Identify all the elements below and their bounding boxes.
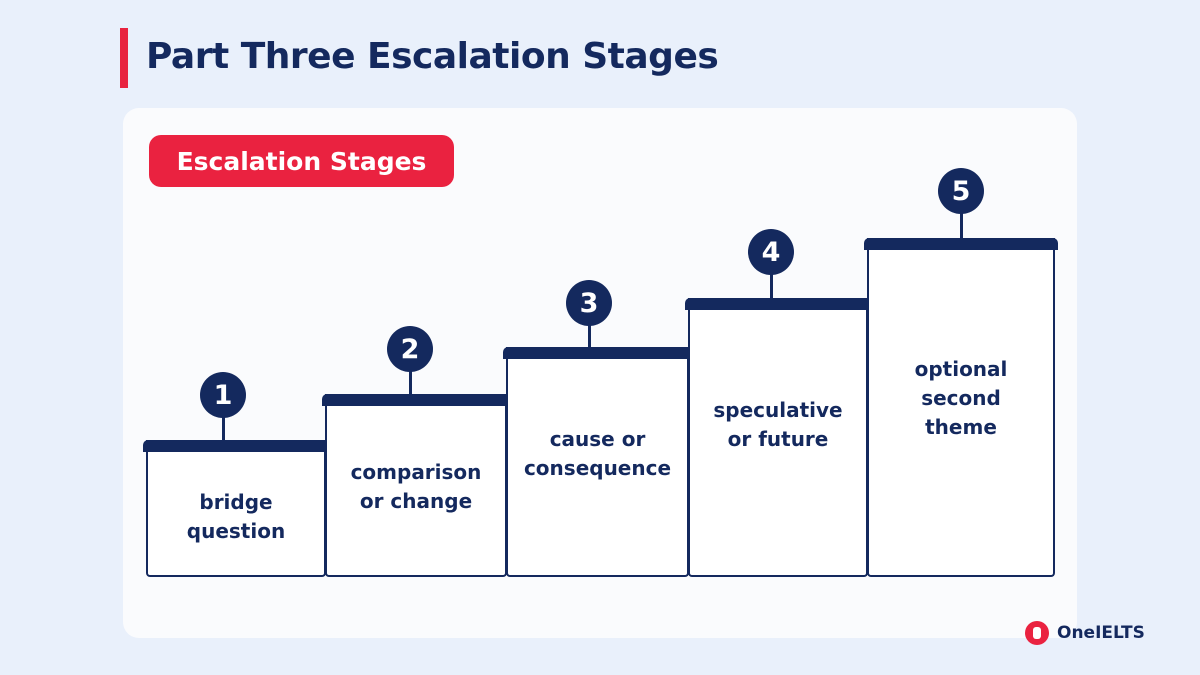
step-4-label-line1: speculative: [713, 398, 843, 422]
step-3-label: cause or consequence: [508, 425, 687, 483]
step-1-block: bridge question: [143, 440, 329, 577]
step-5-label-line1: optional: [914, 357, 1008, 381]
step-4-label-line2: or future: [727, 427, 829, 451]
step-5-label: optional second theme: [869, 355, 1053, 442]
brand-logo: OneIELTS: [1025, 621, 1145, 645]
oneielts-logo-icon: [1025, 621, 1049, 645]
step-3-connector: [588, 320, 591, 347]
step-5-block: optional second theme: [864, 238, 1058, 577]
step-5-label-line2: second: [921, 386, 1001, 410]
brand-name: OneIELTS: [1057, 623, 1145, 643]
step-1-label: bridge question: [148, 488, 324, 546]
step-5-cap: [864, 238, 1058, 250]
title-accent-bar: [120, 28, 128, 88]
step-2-label: comparison or change: [327, 458, 505, 516]
step-3-label-line1: cause or: [549, 427, 646, 451]
step-2-block: comparison or change: [322, 394, 510, 577]
section-badge: Escalation Stages: [149, 135, 454, 187]
step-3-cap: [503, 347, 692, 359]
step-4-block: speculative or future: [685, 298, 871, 577]
step-4-connector: [770, 272, 773, 298]
step-1-label-line2: question: [186, 519, 286, 543]
page-title: Part Three Escalation Stages: [146, 36, 719, 77]
step-3-label-line2: consequence: [523, 456, 672, 480]
step-2-label-line2: or change: [359, 489, 473, 513]
step-1-number: 1: [200, 372, 246, 418]
step-5-number: 5: [938, 168, 984, 214]
step-1-label-line1: bridge: [199, 490, 273, 514]
step-5-label-line3: theme: [925, 415, 997, 439]
step-2-cap: [322, 394, 510, 406]
step-1-cap: [143, 440, 329, 452]
step-3-number: 3: [566, 280, 612, 326]
step-5-connector: [960, 212, 963, 238]
step-4-cap: [685, 298, 871, 310]
step-2-connector: [409, 366, 412, 394]
step-1-connector: [222, 412, 225, 440]
step-4-label: speculative or future: [690, 396, 866, 454]
step-2-label-line1: comparison: [350, 460, 482, 484]
step-4-number: 4: [748, 229, 794, 275]
step-3-block: cause or consequence: [503, 347, 692, 577]
step-2-number: 2: [387, 326, 433, 372]
